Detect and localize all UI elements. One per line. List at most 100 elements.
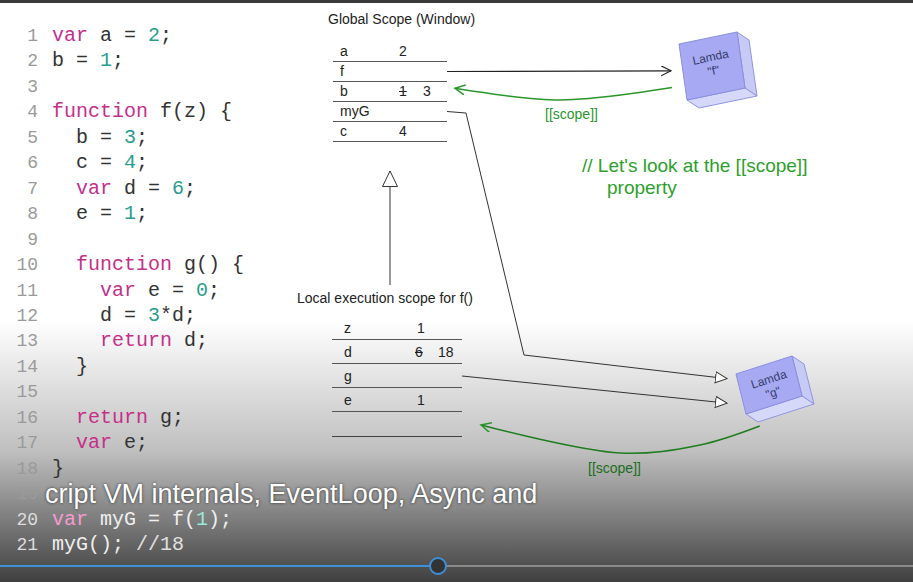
line-number: 15 [8,381,38,403]
code-line: return g; [76,407,184,429]
scope-table: Global Scope (Window)a2fb13myGc4 [328,10,478,141]
code-token: a = [88,24,148,47]
cell-text: f [340,62,344,80]
code-line: var myG = f(1); [52,509,232,531]
code-token: 3 [148,304,160,327]
line-number: 16 [8,407,38,429]
code-token: e = [76,202,124,225]
code-token: ; [136,202,148,225]
lambda-box: Lamda "f" [675,30,760,110]
code-token: return [100,329,172,352]
line-number: 8 [8,203,38,225]
cell-text: 4 [399,122,407,140]
line-number: 9 [8,229,38,251]
scope-row: z1 [332,316,462,340]
table-heading: Local execution scope for f() [297,289,473,307]
connector [390,171,391,285]
code-token: 3 [124,126,136,149]
code-token: var [76,177,112,200]
code-token: 1 [196,508,208,531]
edge-label: [[scope]] [588,460,641,476]
scope-table: Local execution scope for f()z1d618ge1 [297,289,473,436]
code-token: return [76,406,148,429]
code-token: ); [208,508,232,531]
code-token: //18 [136,533,184,556]
code-token: function [52,100,148,123]
code-token: var [52,508,88,531]
code-token: 2 [148,24,160,47]
code-line: function g() { [76,254,244,276]
code-token: *d; [160,304,196,327]
cell-text: 3 [423,82,431,100]
struck-value: 6 [415,343,423,361]
cell-text: 1 [417,391,425,409]
video-title: cript VM internals, EventLoop, Async and [45,479,537,509]
line-number: 2 [8,50,38,72]
code-token: g() { [172,253,244,276]
progress-track [438,565,913,567]
edge-label: [[scope]] [545,106,598,122]
code-token: f(z) { [148,100,232,123]
cell-text: 1 [417,319,425,337]
code-token: d; [172,329,208,352]
line-number: 21 [8,534,38,556]
line-number: 13 [8,330,38,352]
line-number: 7 [8,178,38,200]
code-token: e; [112,431,148,454]
code-line: var e = 0; [100,280,220,302]
code-token: d = [100,304,148,327]
code-token: ; [112,49,124,72]
scope-row: b13 [333,81,447,102]
lambda-box: Lamda "g" [730,352,815,424]
code-token: ; [160,24,172,47]
line-number: 20 [8,509,38,531]
table-heading: Global Scope (Window) [328,10,475,28]
cell-text: c [340,122,347,140]
code-line: var d = 6; [76,178,196,200]
code-line: c = 4; [76,152,148,174]
connector [481,425,760,453]
cell-text: 2 [399,42,407,60]
line-number: 12 [8,305,38,327]
code-token: var [52,24,88,47]
code-token: c = [76,151,124,174]
cell-text: b [340,82,348,100]
code-line: } [76,356,88,378]
line-number: 19 [8,483,38,505]
code-line: function f(z) { [52,101,232,123]
scope-row: a2 [333,41,447,62]
cell-text: myG [340,102,370,120]
code-token: g; [148,406,184,429]
connector [447,112,727,379]
code-token: var [100,279,136,302]
code-token: } [52,457,64,480]
cell-text: g [344,367,352,385]
code-token: 0 [196,279,208,302]
cell-text: d [344,343,352,361]
line-number: 17 [8,432,38,454]
scope-row: c4 [333,121,447,142]
code-token: ; [136,151,148,174]
code-line: d = 3*d; [100,305,196,327]
code-line: b = 3; [76,127,148,149]
code-token: ; [184,177,196,200]
connector [462,376,727,403]
code-line: var e; [76,432,148,454]
video-shade [0,320,913,582]
cell-text: e [344,391,352,409]
scope-row: e1 [332,388,462,412]
code-token: 1 [124,202,136,225]
line-number: 6 [8,152,38,174]
code-token: 4 [124,151,136,174]
line-number: 18 [8,458,38,480]
scope-row: myG [333,101,447,122]
code-token: function [76,253,172,276]
connector [447,70,671,72]
line-number: 11 [8,280,38,302]
cell-text: z [344,319,351,337]
scope-row: g [332,364,462,388]
line-number: 10 [8,254,38,276]
line-number: 3 [8,76,38,98]
